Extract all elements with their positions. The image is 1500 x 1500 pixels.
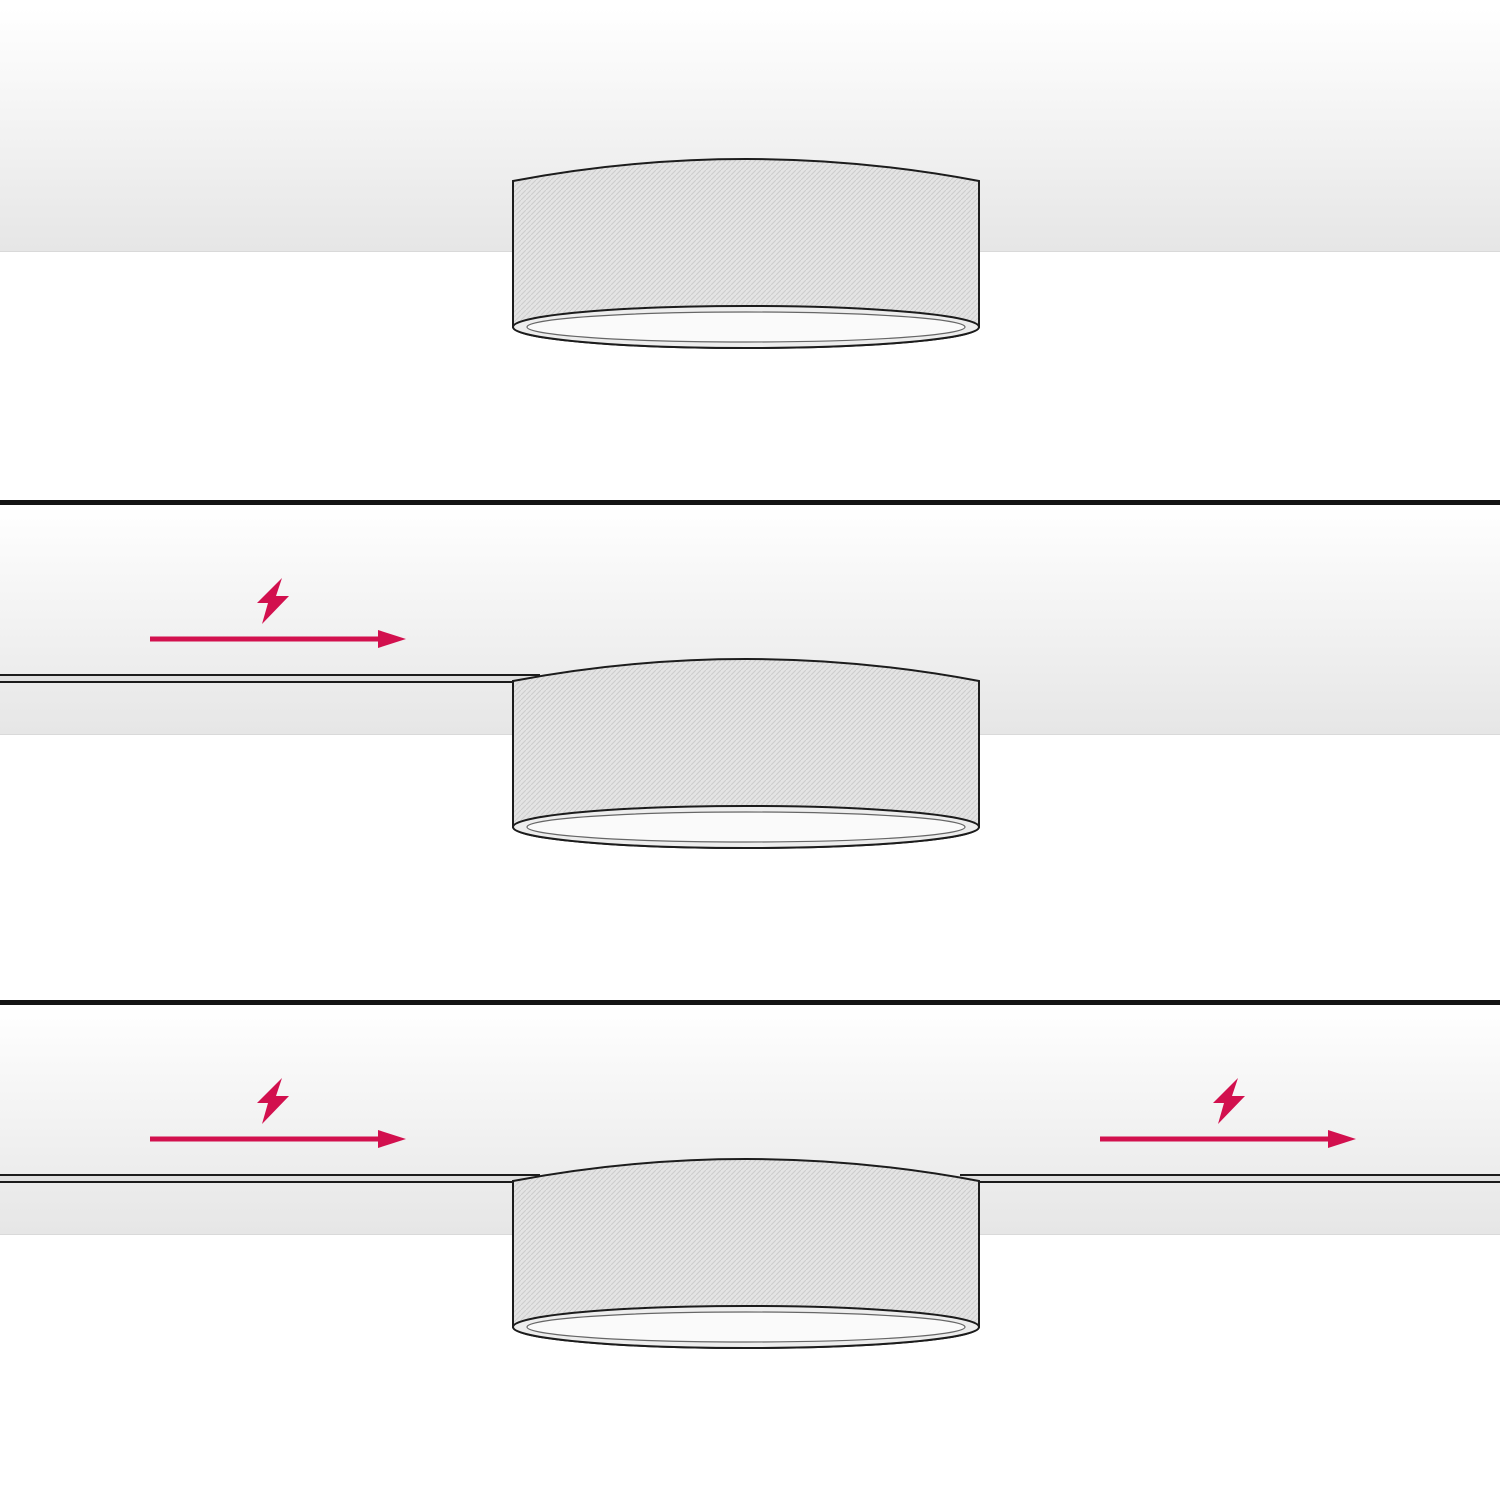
power-cable-right bbox=[960, 1174, 1500, 1183]
drum-ceiling-lamp-illustration bbox=[512, 658, 980, 849]
lightning-bolt-icon bbox=[1213, 1078, 1245, 1124]
panel-pass-through bbox=[0, 1000, 1500, 1500]
panel-divider bbox=[0, 500, 1500, 505]
arrow-right-icon bbox=[150, 1130, 406, 1148]
panel-divider bbox=[0, 1000, 1500, 1005]
lightning-bolt-icon bbox=[257, 578, 289, 624]
lightning-bolt-icon bbox=[257, 1078, 289, 1124]
panel-power-in-left bbox=[0, 500, 1500, 1000]
drum-ceiling-lamp-illustration bbox=[512, 1158, 980, 1349]
panel-lamp-only bbox=[0, 0, 1500, 500]
drum-ceiling-lamp-illustration bbox=[512, 158, 980, 349]
arrow-right-icon bbox=[1100, 1130, 1356, 1148]
power-cable-left bbox=[0, 1174, 540, 1183]
arrow-right-icon bbox=[150, 630, 406, 648]
power-cable-left bbox=[0, 674, 540, 683]
